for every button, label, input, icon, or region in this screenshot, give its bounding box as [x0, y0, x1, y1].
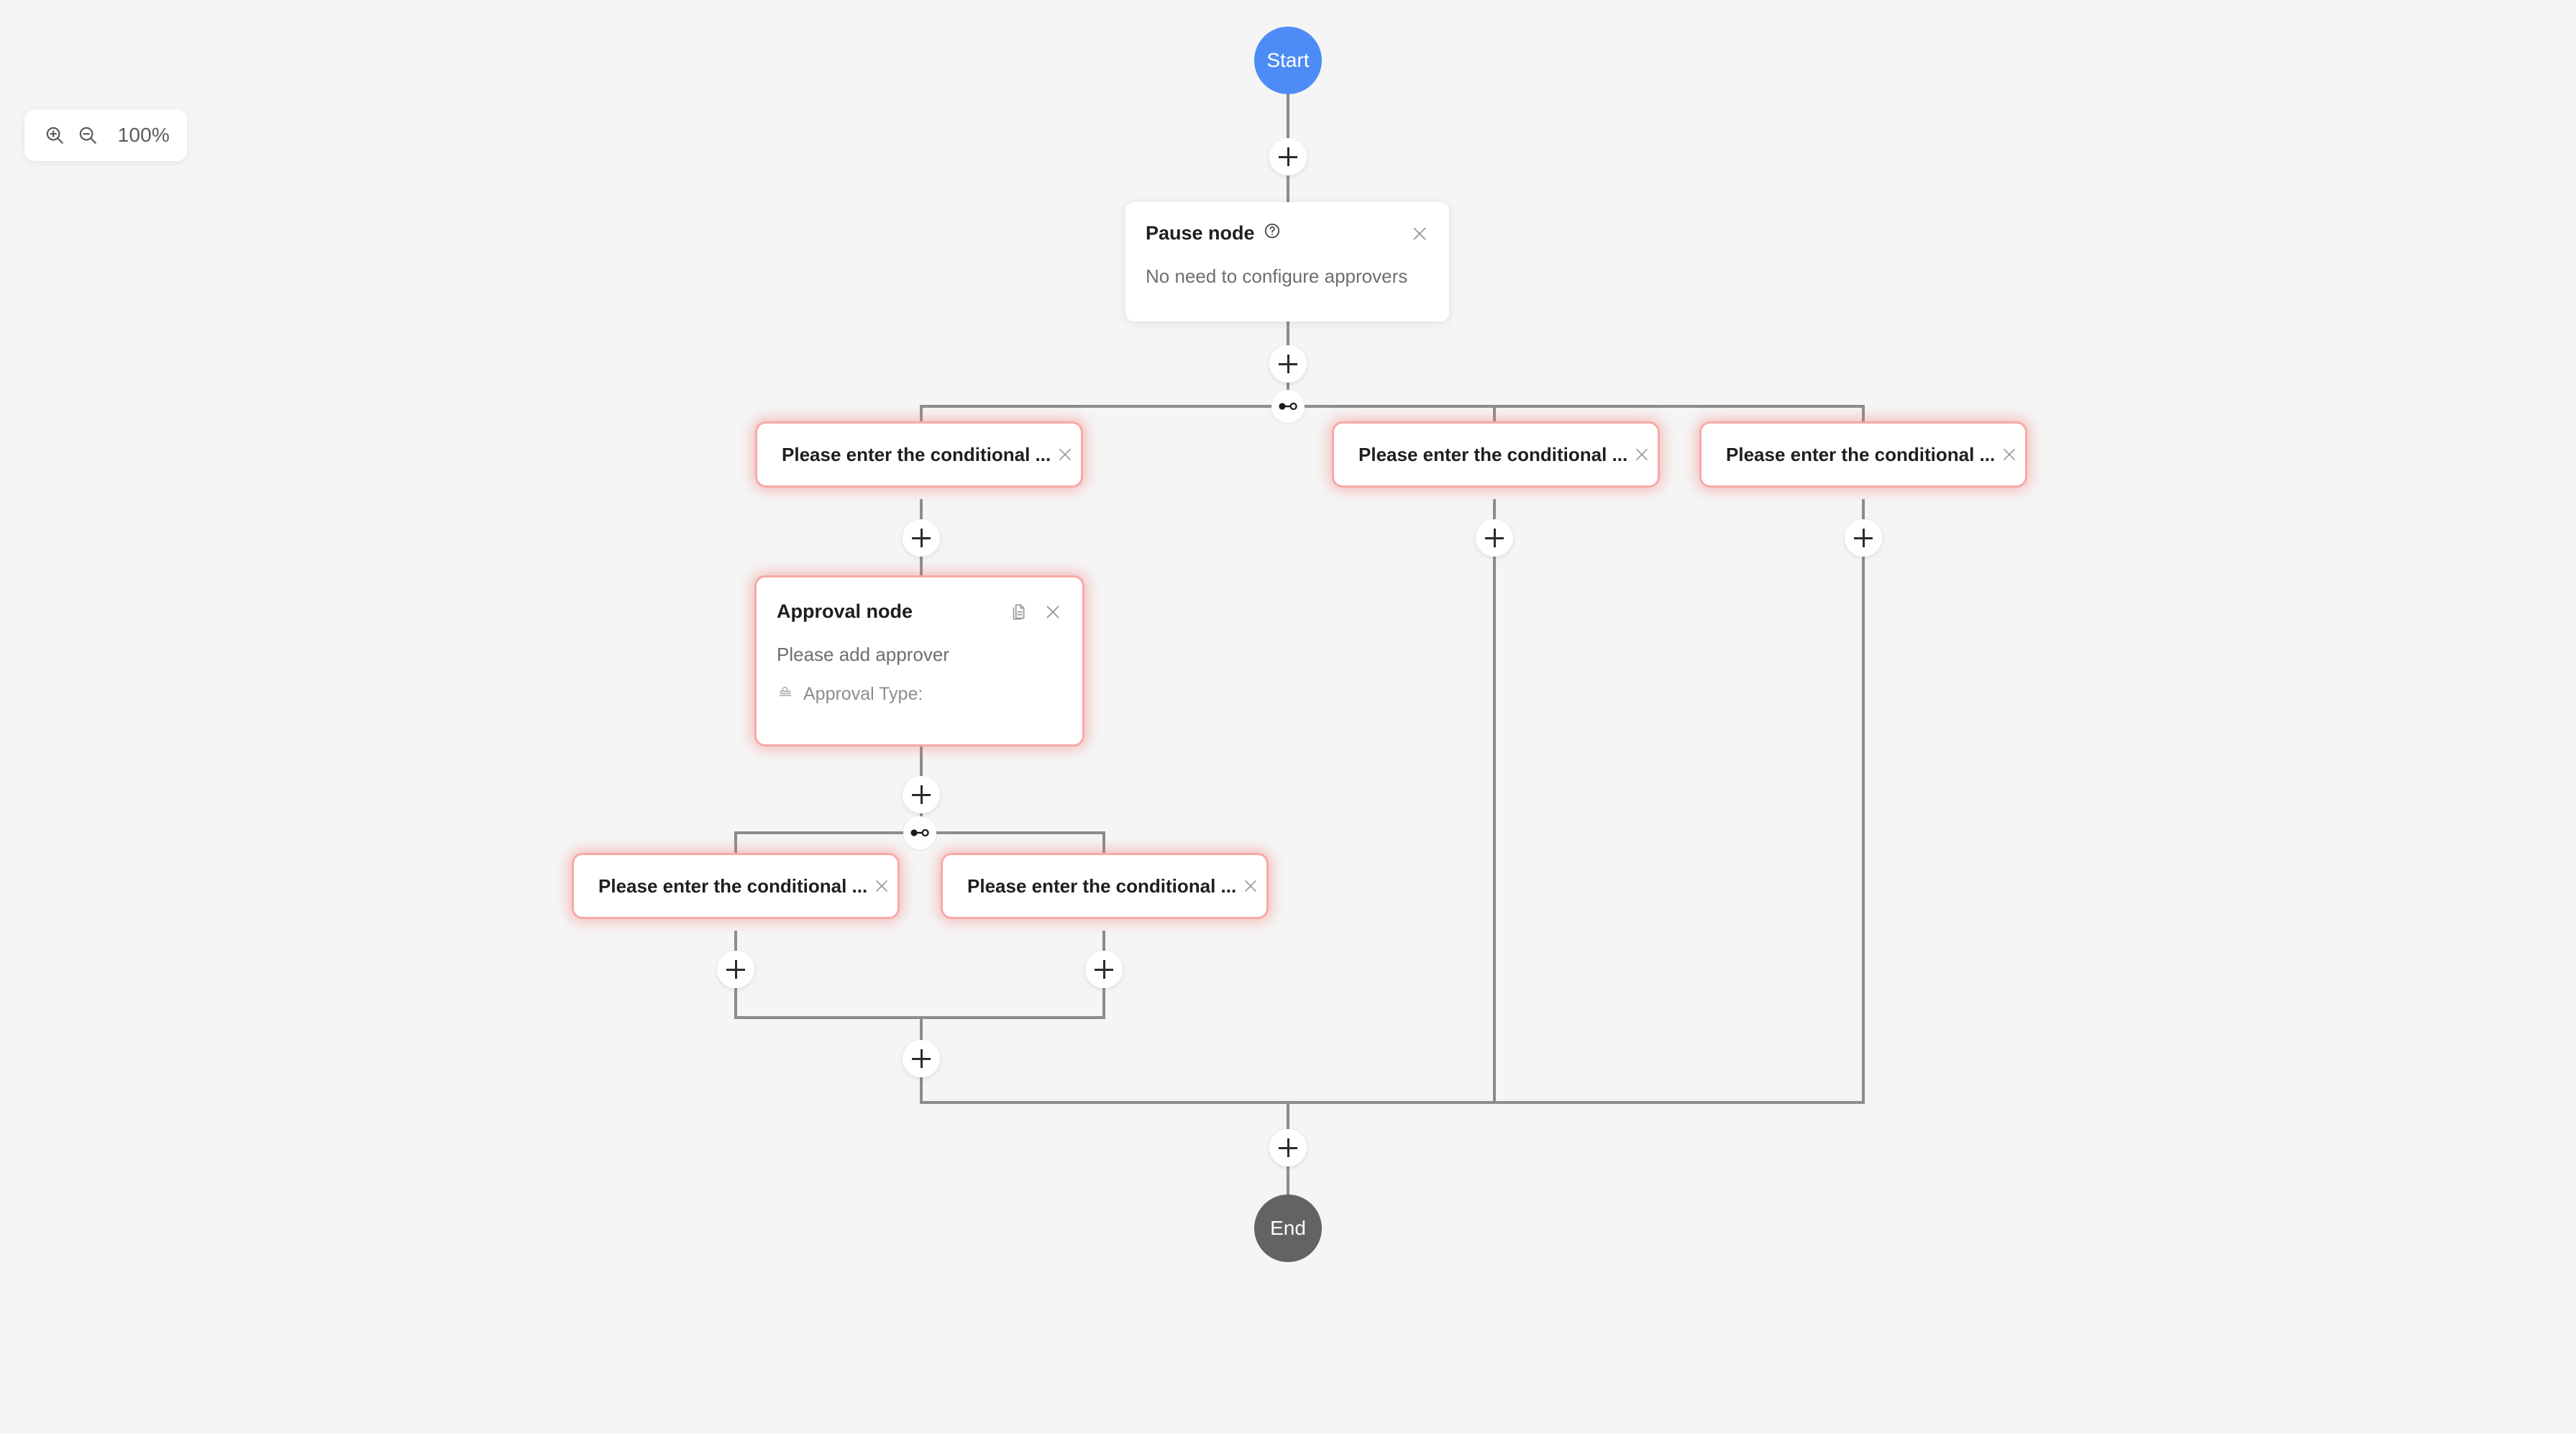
- add-node-button-inner-branch1[interactable]: [717, 951, 754, 988]
- condition-label: Please enter the conditional ...: [782, 443, 1051, 465]
- approval-node-title-group: Approval node: [777, 600, 913, 623]
- pause-node-actions: [1410, 224, 1429, 243]
- branch-split-icon: [1279, 402, 1297, 411]
- connector-merge-to-end: [1287, 1101, 1289, 1238]
- pause-node-card[interactable]: Pause node No need to configure approv: [1125, 202, 1449, 321]
- add-node-button-after-approval[interactable]: [903, 776, 940, 813]
- copy-document-icon[interactable]: [1009, 603, 1028, 621]
- condition-node-card-5[interactable]: Please enter the conditional ...: [943, 855, 1266, 917]
- approval-node-actions: [1009, 603, 1062, 621]
- zoom-out-icon[interactable]: [75, 119, 101, 152]
- condition-node-card-1[interactable]: Please enter the conditional ...: [757, 424, 1081, 485]
- add-node-button-branch3[interactable]: [1845, 519, 1882, 557]
- approval-type-label: Approval Type:: [803, 684, 923, 704]
- add-node-button-after-pause[interactable]: [1269, 345, 1307, 383]
- condition-label: Please enter the conditional ...: [967, 874, 1237, 897]
- pause-node-title-group: Pause node: [1146, 222, 1281, 245]
- connector-branch1-drop: [920, 405, 923, 438]
- help-circle-icon[interactable]: [1264, 222, 1281, 245]
- connector-branch-top-bar: [920, 405, 1865, 408]
- add-node-button-branch2[interactable]: [1476, 519, 1513, 557]
- stamp-icon: [777, 683, 794, 705]
- connector-branch2-long: [1493, 499, 1496, 1104]
- connector-branch2-drop: [1493, 405, 1496, 438]
- add-node-button-branch1[interactable]: [903, 519, 940, 557]
- close-icon[interactable]: [1056, 446, 1074, 463]
- connector-branch3-drop: [1862, 405, 1865, 438]
- close-icon[interactable]: [873, 877, 890, 895]
- zoom-toolbar: 100%: [24, 109, 187, 161]
- approval-node-header: Approval node: [757, 577, 1082, 623]
- condition-label: Please enter the conditional ...: [1726, 443, 1996, 465]
- condition-label: Please enter the conditional ...: [1358, 443, 1628, 465]
- add-node-button-inner-branch2[interactable]: [1085, 951, 1123, 988]
- connector-branch3-long: [1862, 499, 1865, 1104]
- close-icon[interactable]: [1633, 446, 1650, 463]
- condition-node-card-3[interactable]: Please enter the conditional ...: [1702, 424, 2025, 485]
- approval-node-card[interactable]: Approval node: [757, 577, 1082, 744]
- approval-node-body: Please add approver: [777, 644, 949, 665]
- pause-node-title: Pause node: [1146, 222, 1255, 244]
- add-node-button-before-end[interactable]: [1269, 1129, 1307, 1166]
- branch-split-icon: [910, 828, 929, 837]
- zoom-level-label: 100%: [117, 124, 170, 146]
- add-node-button-after-start[interactable]: [1269, 138, 1307, 175]
- approval-node-title: Approval node: [777, 600, 913, 622]
- connector-inner-branch1-drop: [734, 831, 737, 869]
- pause-node-body: No need to configure approvers: [1146, 265, 1408, 287]
- add-node-button-after-inner-merge[interactable]: [903, 1040, 940, 1077]
- zoom-in-icon[interactable]: [42, 119, 68, 152]
- condition-node-card-2[interactable]: Please enter the conditional ...: [1334, 424, 1658, 485]
- connector-inner-branch2-drop: [1102, 831, 1105, 869]
- end-node-label: End: [1270, 1217, 1306, 1239]
- branch-split-icon-inner[interactable]: [903, 816, 936, 849]
- close-icon[interactable]: [1410, 224, 1429, 243]
- condition-label: Please enter the conditional ...: [598, 874, 868, 897]
- pause-node-header: Pause node: [1125, 202, 1449, 245]
- start-node[interactable]: Start: [1254, 27, 1322, 94]
- close-icon[interactable]: [2001, 446, 2018, 463]
- close-icon[interactable]: [1043, 603, 1062, 621]
- end-node[interactable]: End: [1254, 1195, 1322, 1262]
- connector-outer-merge-bar: [920, 1101, 1865, 1104]
- close-icon[interactable]: [1242, 877, 1259, 895]
- start-node-label: Start: [1266, 49, 1310, 71]
- branch-split-icon-outer[interactable]: [1271, 390, 1305, 423]
- approval-type-row: Approval Type:: [757, 666, 1082, 705]
- condition-node-card-4[interactable]: Please enter the conditional ...: [574, 855, 898, 917]
